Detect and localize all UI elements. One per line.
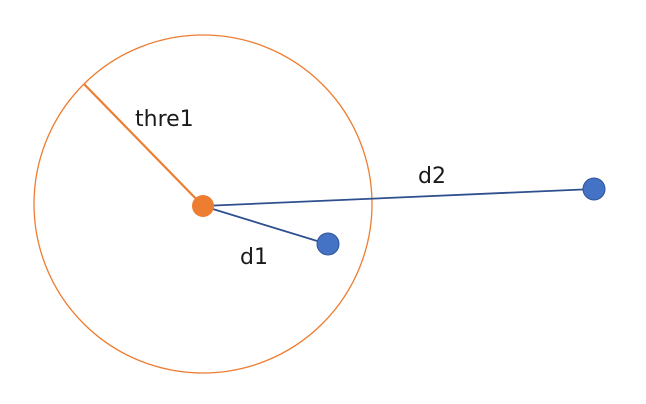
radius-label: thre1 [135,107,194,132]
radius-line [83,83,204,207]
d1-line [202,205,328,245]
near-point [316,232,340,256]
d1-label: d1 [240,245,268,270]
far-point [582,177,606,201]
d2-line [202,188,595,207]
threshold-circle [33,34,373,374]
center-point [192,195,214,217]
d2-label: d2 [418,164,446,189]
